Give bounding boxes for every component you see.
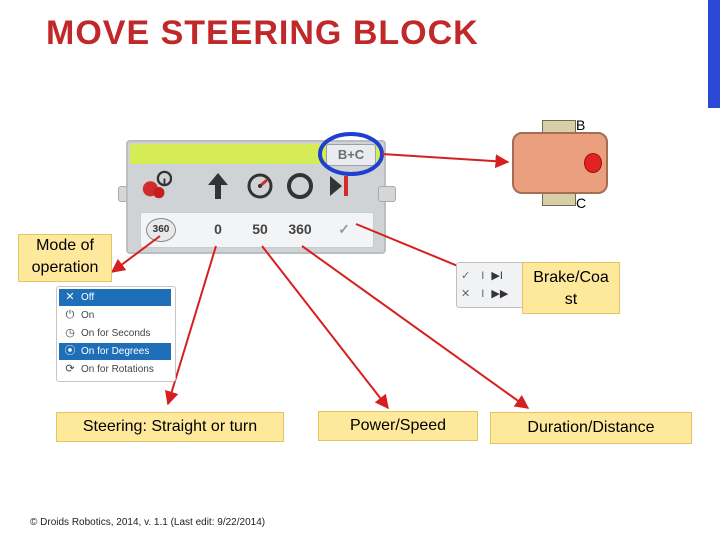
coast-option-label: I [481, 288, 485, 300]
block-connector-right [378, 186, 396, 202]
label-line: st [564, 291, 578, 308]
brake-icon [324, 168, 356, 204]
side-accent-bar [708, 0, 720, 108]
block-icon-row [140, 168, 370, 208]
degrees-value[interactable]: 360 [288, 221, 312, 237]
label-line: Mode of [36, 237, 94, 254]
arrow-to-power [261, 245, 389, 410]
motor-port-b-label: B [576, 117, 586, 133]
arrow-to-duration [301, 245, 530, 409]
rotation-icon [284, 168, 316, 204]
steering-wheel-icon [140, 168, 172, 204]
menu-item-label: On for Degrees [81, 346, 150, 357]
degrees-icon: ⦿ [64, 345, 76, 357]
mode-selector-button[interactable]: 360 [146, 218, 176, 242]
port-selector[interactable]: B+C [326, 144, 376, 166]
menu-item-label: On [81, 310, 95, 321]
mode-option-degrees[interactable]: ⦿ On for Degrees [59, 343, 171, 360]
brake-option-label: I [481, 270, 485, 282]
power-icon: ⏻ [65, 309, 75, 321]
slide-title: MOVE STEERING BLOCK [46, 14, 479, 52]
arrow-to-steering [164, 245, 217, 406]
coast-glyph-icon: ▶▶ [491, 288, 509, 300]
steering-label: Steering: Straight or turn [56, 412, 284, 442]
timer-icon: ◷ [65, 327, 75, 339]
power-speed-label: Power/Speed [318, 411, 478, 441]
label-line: Brake/Coa [533, 269, 609, 286]
arrow-to-mode [110, 235, 161, 273]
brake-option[interactable]: ✓ I ▶I [461, 267, 519, 285]
mode-option-off[interactable]: ✕ Off [59, 289, 171, 306]
brake-value[interactable]: ✓ [338, 221, 350, 237]
speedometer-icon [244, 168, 276, 204]
mode-of-operation-label: Mode of operation [18, 234, 112, 282]
brake-coast-menu[interactable]: ✓ I ▶I ✕ I ▶▶ [456, 262, 524, 308]
label-line: operation [31, 259, 99, 276]
block-parameter-row: 0 50 360 ✓ [140, 212, 374, 248]
rotations-icon: ⟳ [65, 363, 75, 375]
mode-option-on[interactable]: ⏻ On [59, 307, 171, 324]
menu-item-label: On for Seconds [81, 328, 151, 339]
footer-copyright: © Droids Robotics, 2014, v. 1.1 (Last ed… [30, 517, 266, 528]
brake-coast-label: Brake/Coa st [522, 262, 620, 314]
check-icon: ✓ [461, 270, 471, 282]
close-icon: ✕ [461, 288, 471, 300]
motor-port-c-label: C [576, 195, 587, 211]
up-arrow-icon [202, 168, 234, 204]
power-value[interactable]: 50 [252, 221, 268, 237]
port-highlight-circle [318, 132, 384, 176]
motor-indicator-dot [584, 153, 602, 173]
arrow-to-motor [381, 153, 510, 169]
mode-option-rotations[interactable]: ⟳ On for Rotations [59, 361, 171, 378]
mode-option-seconds[interactable]: ◷ On for Seconds [59, 325, 171, 342]
steering-value[interactable]: 0 [214, 221, 222, 237]
menu-item-label: On for Rotations [81, 364, 154, 375]
brake-glyph-icon: ▶I [491, 270, 503, 282]
mode-dropdown-menu[interactable]: ✕ Off ⏻ On ◷ On for Seconds ⦿ On for Degrees… [56, 286, 176, 382]
coast-option[interactable]: ✕ I ▶▶ [461, 285, 519, 303]
duration-distance-label: Duration/Distance [490, 412, 692, 444]
menu-item-label: Off [81, 292, 95, 303]
close-icon: ✕ [65, 291, 75, 303]
